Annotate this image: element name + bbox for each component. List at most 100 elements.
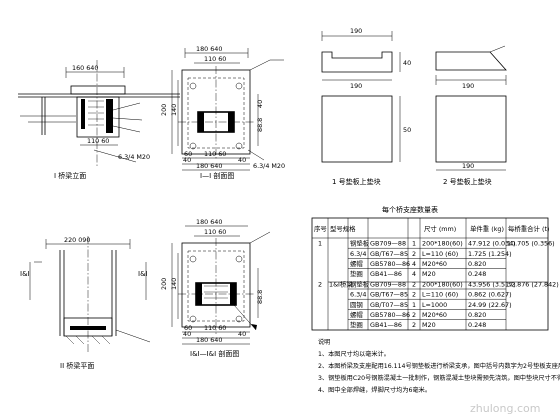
table-cell-qty: 2: [412, 291, 416, 299]
table-cell-name: 螺帽: [350, 259, 363, 268]
quantity-table: 每个桥支座数量表 序号 型号规格 尺寸 (mm) 单件重 (kg) 每桥重合计 …: [311, 205, 559, 331]
table-cell-qty: 4: [412, 260, 416, 268]
table-cell-spec: GB5780—86: [370, 311, 410, 319]
wedge1-h2-dim: 50: [403, 126, 411, 134]
table-cell-unit: 0.820: [468, 311, 486, 319]
table-cell-qty: 2: [412, 250, 416, 258]
table-cell-name: 钢垫板: [350, 279, 370, 288]
sec1-h2-dim: 140: [170, 104, 178, 116]
sec1-r1-dim: 88.8: [256, 118, 264, 132]
note-4: 4、图中全部焊缝，焊脚尺寸均为6毫米。: [318, 386, 431, 394]
table-cell-name: 6.3/4: [350, 250, 366, 258]
sec2-b2-dim: 110 60: [204, 324, 226, 332]
table-cell-size: 200*180(60): [422, 280, 463, 288]
table-cell-unit: 0.248: [468, 270, 486, 278]
sec1-bolt-note: 6.3/4 M20: [253, 162, 285, 170]
table-cell-model: 1&I桥梁: [329, 279, 353, 288]
sec2-b3-dim: 40: [183, 330, 191, 338]
wedge1-h1-dim: 40: [403, 59, 411, 67]
wedge2-view-label: 2 号垫板上垫块: [443, 177, 492, 186]
sec1-b5-dim: 180 640: [196, 162, 222, 170]
table-cell-sum: 10.705 (0.356): [507, 240, 555, 248]
sec1-r2-dim: 40: [256, 100, 264, 108]
table-cell-spec: GB5780—86: [370, 260, 410, 268]
table-header-size: 尺寸 (mm): [424, 224, 456, 233]
table-cell-size: 200*180(60): [422, 240, 463, 248]
sec2-r1-dim: 88.8: [256, 290, 264, 304]
table-cell-qty: 1: [412, 240, 416, 248]
plan-side-2: I&I: [138, 270, 148, 278]
watermark: zhulong.com: [470, 402, 540, 415]
sec1-b4-dim: 40: [238, 156, 246, 164]
table-cell-spec: GB/T07—85: [370, 301, 408, 309]
table-cell-size: M20*60: [422, 260, 447, 268]
view-wedge-1: 190 190 40 50 1 号垫板上垫块: [321, 27, 411, 186]
sec2-b1-dim: 60: [184, 324, 192, 332]
table-cell-qty: 2: [412, 321, 416, 329]
elev-top-dim: 160 640: [72, 64, 98, 72]
sec2-top-dim-1: 180 640: [196, 218, 222, 226]
table-title: 每个桥支座数量表: [382, 205, 438, 214]
table-cell-unit: 0.820: [468, 260, 486, 268]
table-cell-size: M20*60: [422, 311, 447, 319]
table-cell-qty: 2: [412, 280, 416, 288]
sec2-view-label: I&I—I&I 剖面图: [190, 349, 239, 358]
table-cell-spec: GB41—86: [370, 321, 402, 329]
table-cell-size: M20: [422, 270, 436, 278]
table-cell-qty: 2: [412, 311, 416, 319]
table-cell-size: L=110 (60): [422, 291, 458, 299]
elev-view-label: I 桥梁立面: [54, 171, 86, 180]
table-cell-spec: GB709—88: [370, 280, 406, 288]
plan-side-1: I&I: [20, 270, 30, 278]
table-cell-name: 钢垫板: [350, 239, 370, 248]
elev-bottom-dim: 110 60: [87, 137, 109, 145]
notes-head: 说明: [318, 338, 330, 346]
view-section-1: 180 640 110 60 200 140 88.8 40 60 110 60…: [160, 45, 285, 180]
table-cell-spec: GB41—86: [370, 270, 402, 278]
note-1: 1、本图尺寸均以毫米计。: [318, 350, 390, 358]
table-cell-unit: 1.725 (1.254): [468, 250, 512, 258]
table-cell-spec: GB/T67—85: [370, 250, 408, 258]
table-cell-name: 圆钢: [350, 301, 363, 309]
view-section-2: 180 640 110 60 200 140 88.8 60 110 60 40…: [160, 218, 271, 358]
table-cell-unit: 0.248: [468, 321, 486, 329]
wedge1-view-label: 1 号垫板上垫块: [332, 177, 381, 186]
table-cell-qty: 4: [412, 270, 416, 278]
table-cell-size: L=110 (60): [422, 250, 458, 258]
table-cell-unit: 0.862 (0.627): [468, 291, 512, 299]
elev-bolt-note: 6.3/4 M20: [118, 153, 150, 161]
table-cell-no: 2: [318, 280, 322, 288]
table-cell-sum: 32.876 (27.842): [507, 280, 559, 288]
table-header-model: 型号规格: [330, 224, 356, 233]
table-cell-no: 1: [318, 240, 322, 248]
sec1-b2-dim: 110 60: [204, 150, 226, 158]
sec2-h-dim: 200: [160, 278, 168, 290]
plan-top-dim: 220 090: [64, 236, 90, 244]
table-cell-unit: 47.912 (0.034): [468, 240, 516, 248]
sec1-b1-dim: 60: [184, 150, 192, 158]
sec2-h2-dim: 140: [170, 278, 178, 290]
table-cell-spec: GB/T67—85: [370, 291, 408, 299]
sec1-h-dim: 200: [160, 104, 168, 116]
table-cell-size: L=1000: [422, 301, 447, 309]
table-cell-name: 6.3/4: [350, 291, 366, 299]
table-header-sum: 每桥重合计 (t): [508, 224, 549, 233]
plan-view-label: II 桥梁平面: [60, 361, 94, 370]
table-cell-unit: 24.99 (22.67): [468, 301, 512, 309]
view-plan: 220 090 I&I I&I II 桥梁平面: [20, 236, 151, 370]
table-cell-spec: GB709—88: [370, 240, 406, 248]
view-elevation: 160 640 110 60 6.3/4 M20 I 桥梁立面: [18, 60, 180, 180]
view-wedge-2: 190 190 2 号垫板上垫块: [435, 45, 507, 186]
table-header-unit: 单件重 (kg): [470, 224, 504, 233]
sec1-view-label: I—I 剖面图: [200, 171, 234, 180]
sec2-b4-dim: 40: [238, 330, 246, 338]
sec1-b3-dim: 40: [183, 156, 191, 164]
table-cell-qty: 1: [412, 301, 416, 309]
table-cell-size: M20: [422, 321, 436, 329]
table-cell-unit: 43.956 (3.517): [468, 280, 516, 288]
notes-block: 说明 1、本图尺寸均以毫米计。 2、本图桥梁及支座配用16.114号钢垫板进行桥…: [318, 338, 560, 394]
note-3: 3、钢垫板用C20号钢筋混凝土一批制作，钢筋混凝土垫块需预先浇筑，图中垫块尺寸不…: [318, 374, 560, 382]
table-cell-name: 垫圈: [350, 269, 363, 278]
